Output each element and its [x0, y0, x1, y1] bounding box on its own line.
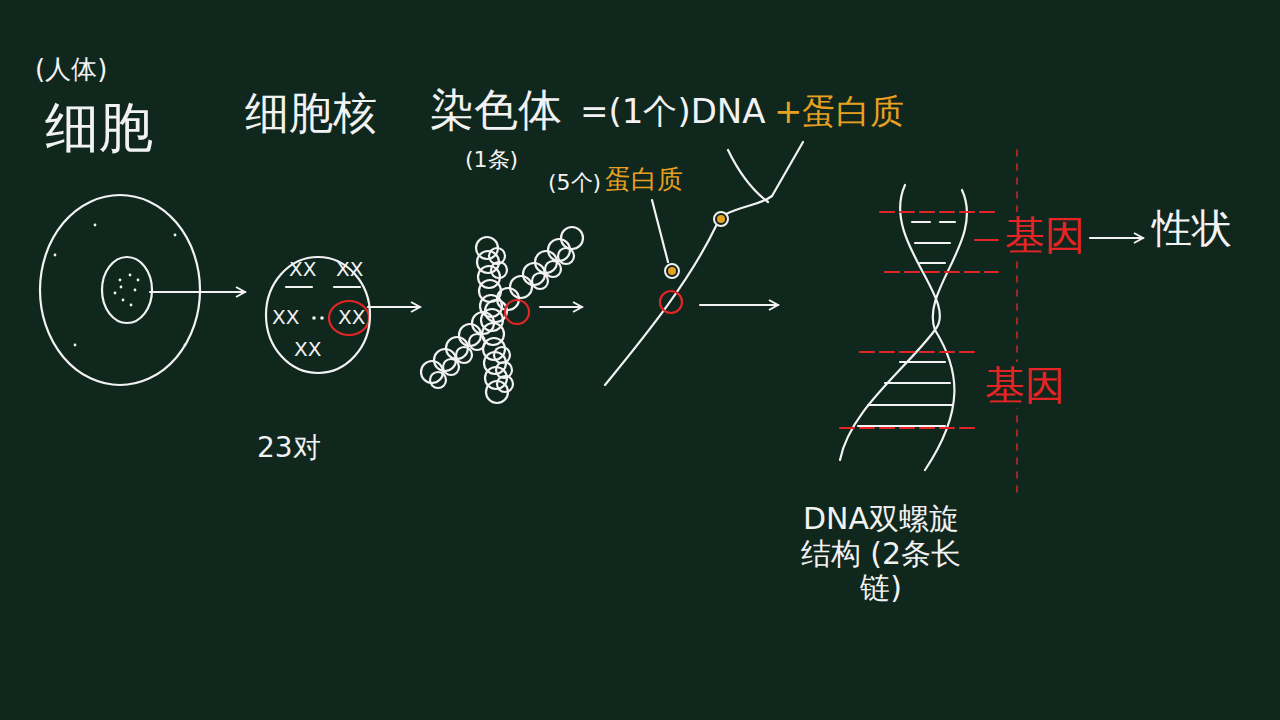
count-note: (5个): [546, 170, 603, 195]
chalk-outline: [134, 289, 137, 292]
chalk-outline: [74, 344, 77, 347]
chromosome-pair: XX: [334, 258, 365, 281]
chalk-outline: [40, 195, 200, 385]
chalk-outline: [266, 257, 370, 373]
node-text: (1条): [465, 147, 518, 172]
chalk-outline: [184, 344, 187, 347]
pair-count: 23对: [255, 432, 323, 464]
chalk-outline: [129, 274, 132, 277]
chalk-outline: [94, 224, 97, 227]
chromosome-pair: XX: [270, 306, 301, 329]
chalk-outline: [102, 257, 152, 323]
gene-label: 基因: [983, 362, 1067, 408]
chalk-outline: [119, 279, 122, 282]
chromosome-pair: XX: [287, 258, 318, 281]
chalk-outline: [174, 234, 177, 237]
chalk-outline: [54, 254, 57, 257]
dna-double-helix: DNA双螺旋 结构 (2条长链): [792, 180, 972, 660]
gene-label: 基因: [1003, 212, 1087, 258]
chromosome: 染色体 (1条): [420, 85, 570, 400]
cell-circle: (人体) 细胞: [35, 55, 210, 393]
node-text: 细胞: [45, 97, 153, 159]
chalk-outline: [114, 292, 117, 295]
node-heading: 染色体: [430, 85, 562, 136]
chromosome-pair: XX: [292, 338, 323, 361]
protein-text: +蛋白质: [772, 92, 907, 131]
protein-text: 蛋白质: [603, 165, 685, 195]
chalk-outline: [122, 299, 125, 302]
chalk-outline: [130, 304, 133, 307]
chalk-outline: [137, 279, 140, 282]
flow-arrow: [380, 306, 420, 308]
chalk-outline: [120, 286, 123, 289]
node-heading: DNA双螺旋 结构 (2条长链): [792, 502, 970, 606]
trait-label: 性状: [1150, 205, 1234, 251]
node-heading: 细胞核: [245, 88, 377, 139]
chromosome-pair: XX: [336, 306, 367, 329]
flow-arrow: [210, 291, 245, 293]
node-heading: (人体): [35, 55, 107, 85]
equation-text: =(1个)DNA: [578, 92, 768, 131]
